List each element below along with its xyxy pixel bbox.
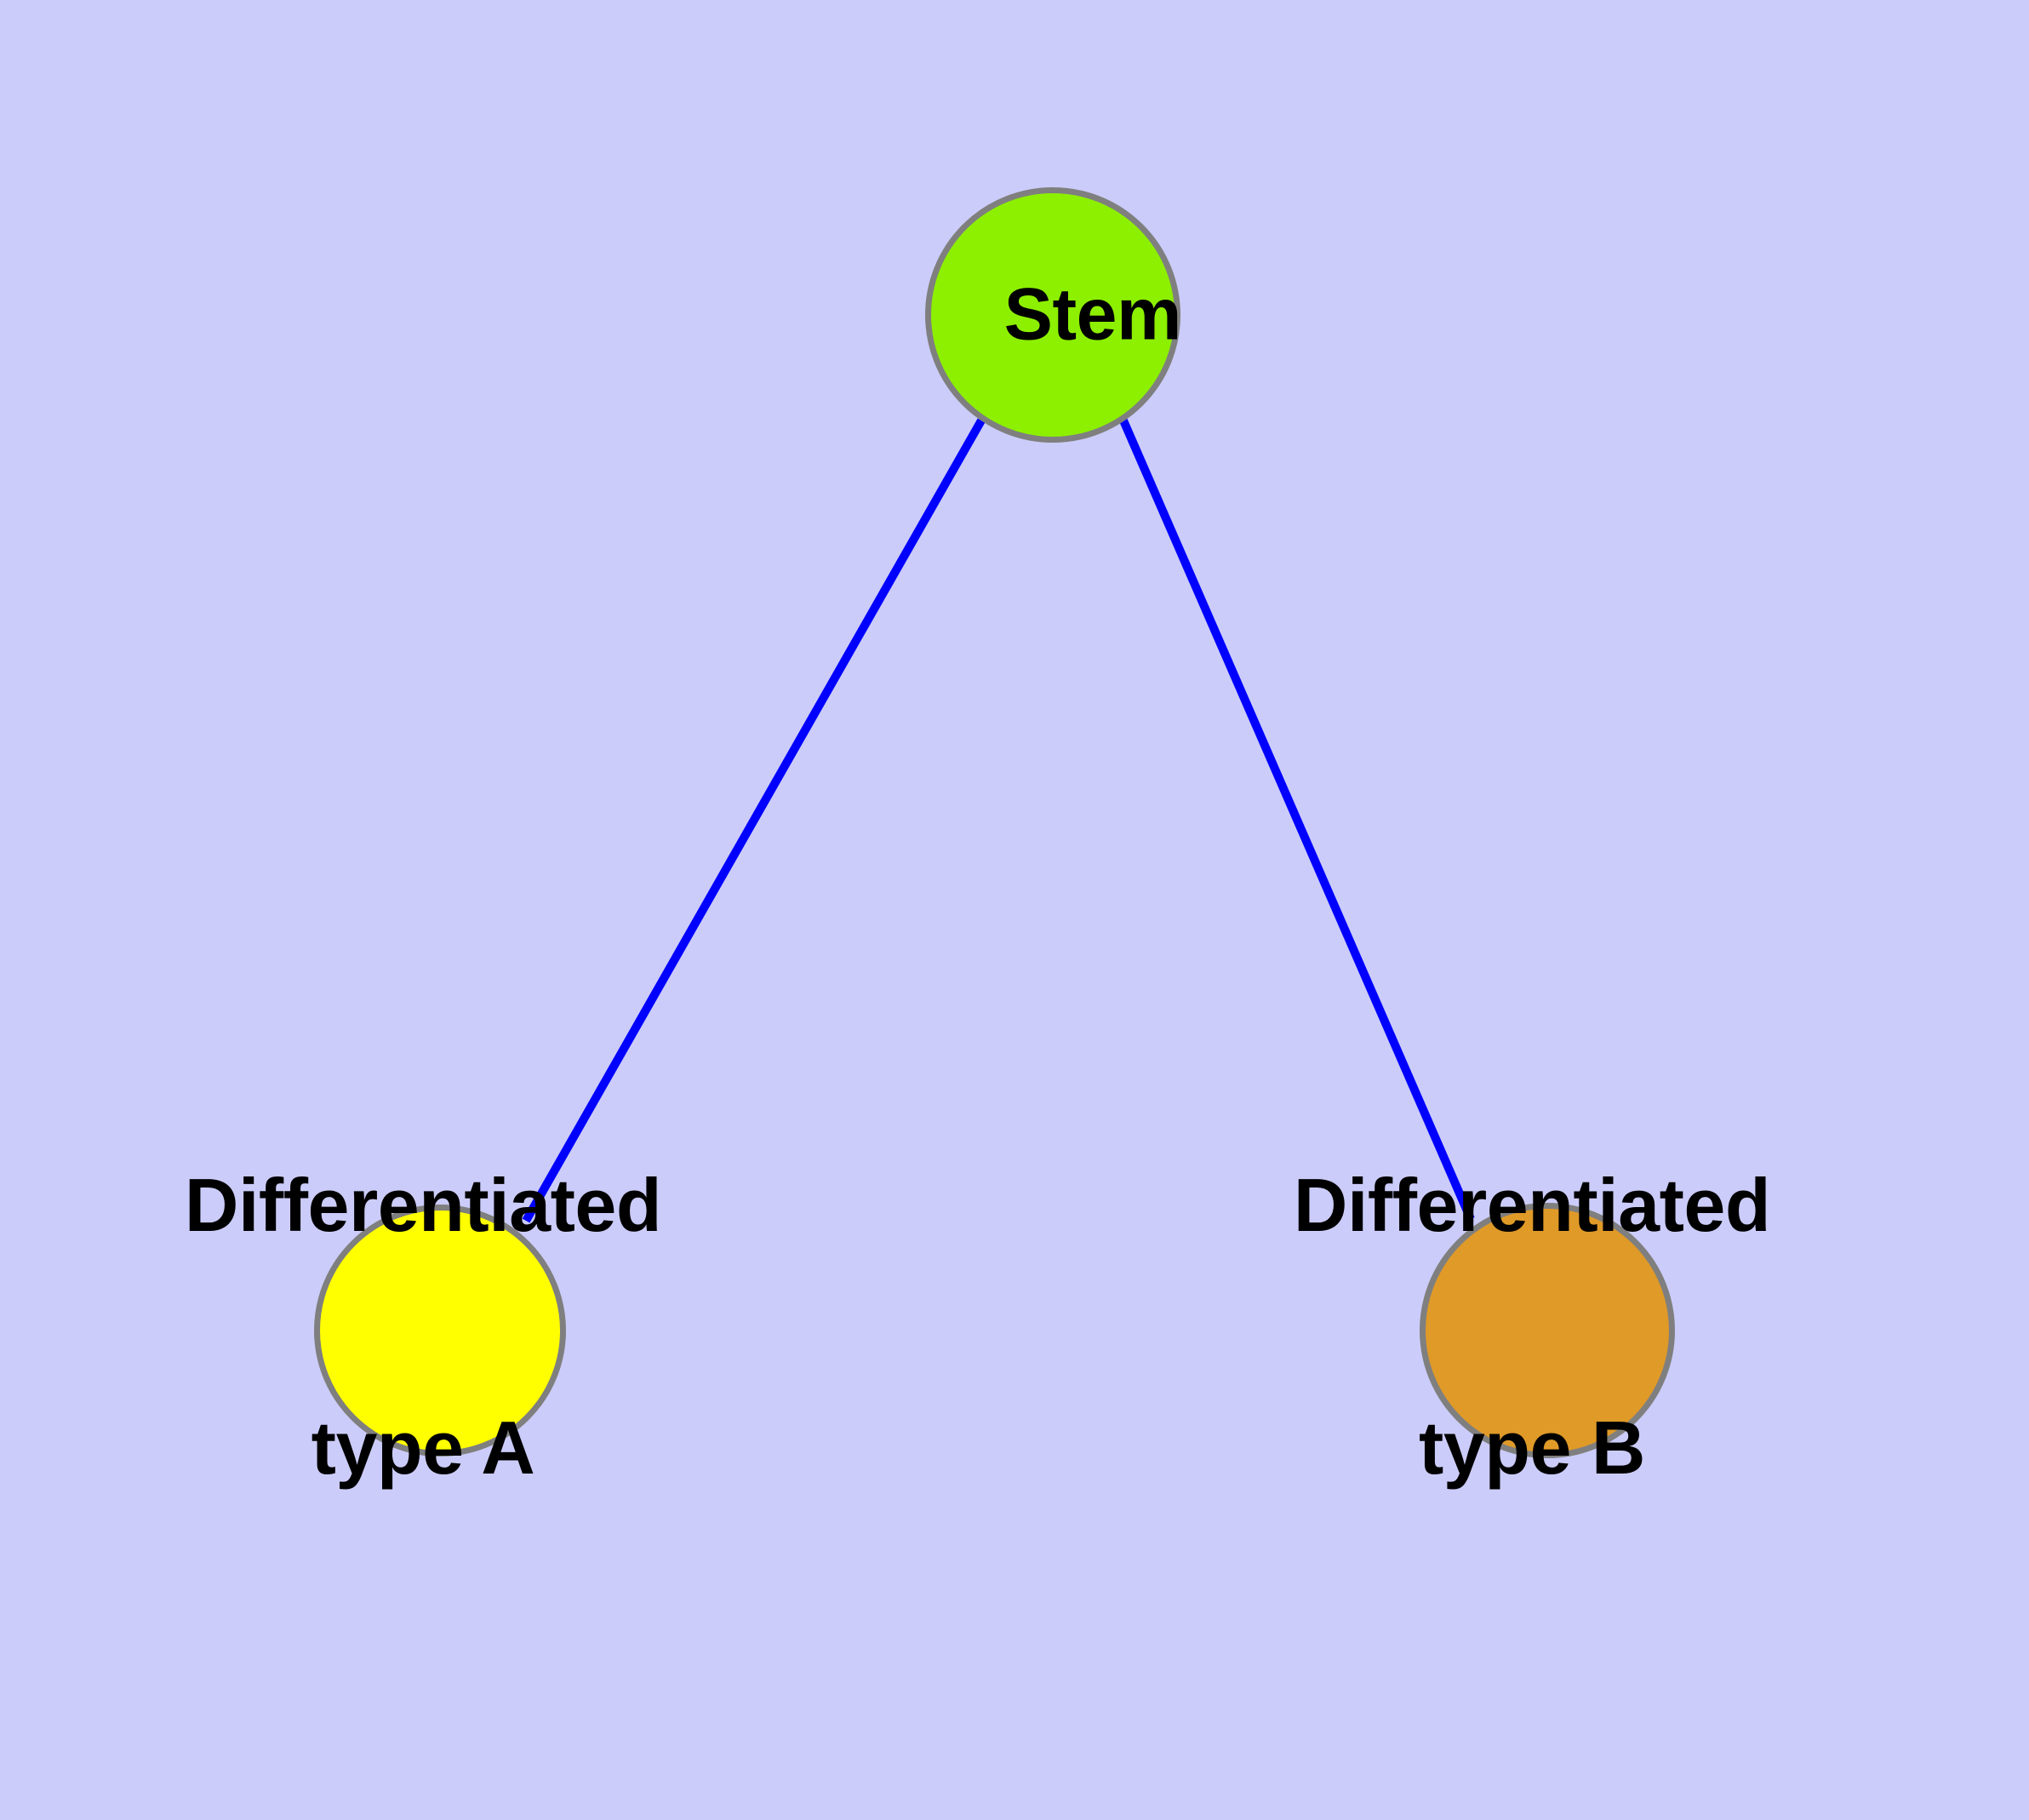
edge-stem-to-differentiated-type-b[interactable] — [1119, 419, 1475, 1221]
edge-stem-to-differentiated-type-a[interactable] — [522, 418, 986, 1223]
node-layer — [314, 187, 1675, 1458]
edge-layer — [522, 418, 1475, 1223]
node-stem[interactable] — [925, 187, 1180, 443]
node-differentiated-type-a[interactable] — [314, 1205, 566, 1457]
node-differentiated-type-b[interactable] — [1420, 1203, 1675, 1458]
